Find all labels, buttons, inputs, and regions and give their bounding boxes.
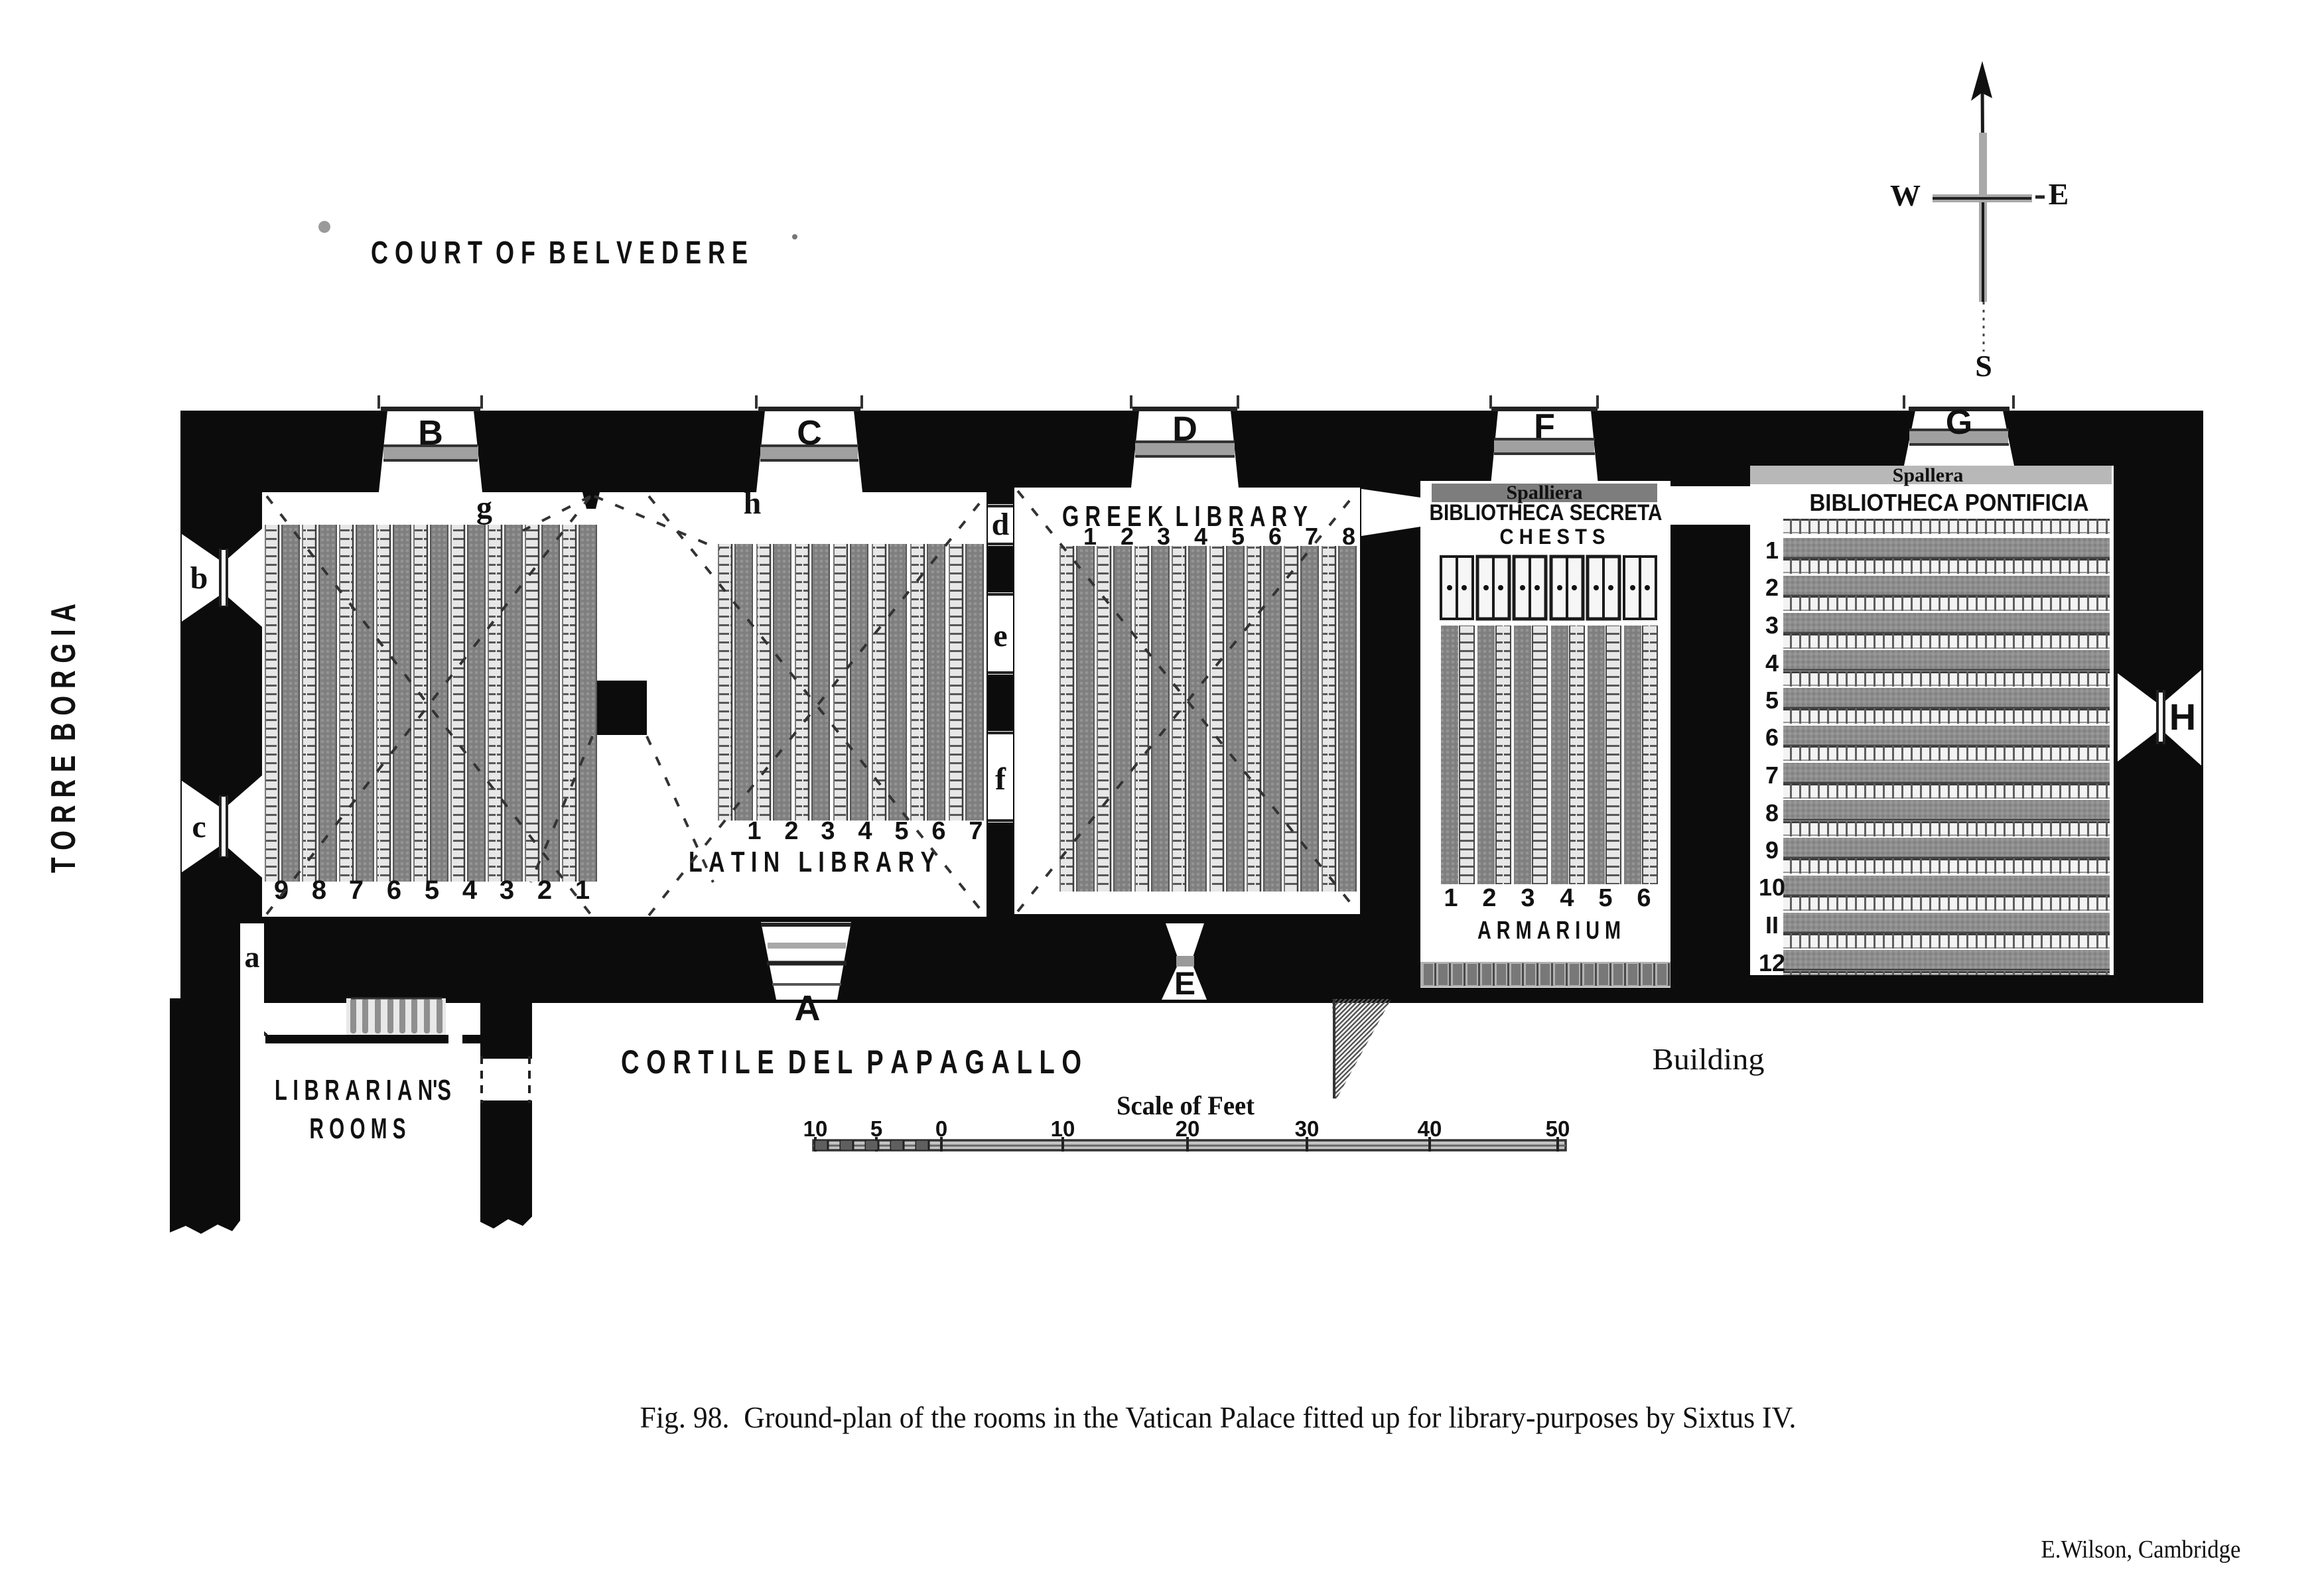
svg-text:BIBLIOTHECA PONTIFICIA: BIBLIOTHECA PONTIFICIA bbox=[1810, 489, 2089, 516]
svg-text:b: b bbox=[190, 561, 208, 596]
svg-text:3: 3 bbox=[500, 876, 514, 905]
svg-text:4: 4 bbox=[1765, 649, 1779, 677]
svg-text:A R M A R I U M: A R M A R I U M bbox=[1477, 917, 1621, 945]
svg-text:10: 10 bbox=[803, 1116, 828, 1141]
svg-text:Spallera: Spallera bbox=[1893, 464, 1964, 486]
svg-text:L I B R A R I A N'S: L I B R A R I A N'S bbox=[275, 1074, 451, 1106]
svg-text:F: F bbox=[1534, 407, 1555, 446]
svg-text:6: 6 bbox=[931, 817, 945, 845]
svg-text:B: B bbox=[418, 414, 443, 452]
svg-text:d: d bbox=[992, 507, 1010, 542]
svg-text:5: 5 bbox=[1765, 687, 1779, 714]
svg-text:2: 2 bbox=[1482, 884, 1496, 912]
svg-text:E.Wilson, Cambridge: E.Wilson, Cambridge bbox=[2041, 1536, 2241, 1563]
svg-text:40: 40 bbox=[1418, 1116, 1442, 1141]
svg-text:9: 9 bbox=[274, 876, 289, 905]
svg-text:3: 3 bbox=[821, 817, 835, 845]
svg-text:10: 10 bbox=[1759, 874, 1785, 901]
svg-text:II: II bbox=[1765, 911, 1779, 939]
svg-text:2: 2 bbox=[1765, 574, 1779, 601]
svg-text:7: 7 bbox=[1305, 523, 1318, 550]
svg-text:7: 7 bbox=[1765, 762, 1779, 789]
svg-text:f: f bbox=[995, 762, 1006, 797]
svg-text:50: 50 bbox=[1546, 1116, 1570, 1141]
svg-text:6: 6 bbox=[387, 876, 401, 905]
svg-text:30: 30 bbox=[1295, 1116, 1320, 1141]
svg-text:L A T I N L I B R A R Y: L A T I N L I B R A R Y bbox=[689, 846, 935, 878]
svg-text:E: E bbox=[1174, 966, 1195, 1002]
svg-text:C H E S T S: C H E S T S bbox=[1500, 525, 1605, 549]
svg-text:H: H bbox=[2169, 696, 2196, 738]
svg-text:12: 12 bbox=[1759, 949, 1785, 976]
svg-text:5: 5 bbox=[425, 876, 439, 905]
svg-text:Spalliera: Spalliera bbox=[1506, 482, 1582, 503]
svg-text:5: 5 bbox=[894, 817, 908, 845]
svg-text:D: D bbox=[1172, 410, 1197, 448]
svg-text:4: 4 bbox=[462, 876, 478, 905]
svg-text:9: 9 bbox=[1765, 836, 1779, 864]
svg-text:5: 5 bbox=[1231, 523, 1245, 550]
svg-text:g: g bbox=[476, 490, 492, 525]
svg-text:e: e bbox=[993, 618, 1007, 653]
svg-text:7: 7 bbox=[349, 876, 364, 905]
svg-text:2: 2 bbox=[1121, 523, 1134, 550]
svg-text:C: C bbox=[797, 414, 822, 452]
svg-text:C O R T I L E D E L P A P A: C O R T I L E D E L P A P A G A L L O bbox=[621, 1043, 1081, 1081]
svg-text:W: W bbox=[1890, 178, 1921, 212]
svg-text:5: 5 bbox=[1598, 884, 1612, 912]
svg-text:3: 3 bbox=[1765, 612, 1779, 639]
svg-text:A: A bbox=[795, 988, 821, 1028]
svg-text:Building: Building bbox=[1653, 1042, 1765, 1076]
svg-text:1: 1 bbox=[575, 876, 590, 905]
svg-text:0: 0 bbox=[935, 1116, 947, 1141]
svg-text:C O U R T O F B E L V E D E: C O U R T O F B E L V E D E R E bbox=[371, 235, 748, 271]
svg-text:4: 4 bbox=[1560, 884, 1574, 912]
svg-text:T O R R E B O R G I A: T O R R E B O R G I A bbox=[44, 604, 83, 873]
svg-text:h: h bbox=[744, 486, 762, 521]
svg-text:7: 7 bbox=[969, 817, 983, 845]
svg-text:G: G bbox=[1946, 403, 1972, 442]
svg-text:2: 2 bbox=[784, 817, 798, 845]
svg-text:Scale of Feet: Scale of Feet bbox=[1117, 1091, 1255, 1120]
svg-text:4: 4 bbox=[1194, 523, 1207, 550]
svg-text:6: 6 bbox=[1637, 884, 1651, 912]
svg-text:BIBLIOTHECA SECRETA: BIBLIOTHECA SECRETA bbox=[1430, 500, 1663, 525]
svg-text:S: S bbox=[1975, 349, 1992, 383]
svg-text:G R E E K L I B R A R Y: G R E E K L I B R A R Y bbox=[1062, 500, 1308, 533]
svg-text:8: 8 bbox=[1342, 523, 1355, 550]
svg-text:1: 1 bbox=[1765, 537, 1779, 564]
svg-text:c: c bbox=[192, 809, 206, 844]
svg-text:a: a bbox=[245, 940, 260, 974]
svg-text:10: 10 bbox=[1051, 1116, 1075, 1141]
svg-text:8: 8 bbox=[312, 876, 326, 905]
svg-text:20: 20 bbox=[1176, 1116, 1200, 1141]
svg-text:Fig. 98. Ground-plan of the r: Fig. 98. Ground-plan of the rooms in the… bbox=[640, 1400, 1797, 1434]
svg-text:3: 3 bbox=[1521, 884, 1534, 912]
svg-text:6: 6 bbox=[1268, 523, 1282, 550]
svg-text:1: 1 bbox=[1444, 884, 1458, 912]
svg-text:6: 6 bbox=[1765, 724, 1779, 751]
svg-text:3: 3 bbox=[1157, 523, 1170, 550]
svg-text:8: 8 bbox=[1765, 799, 1779, 827]
svg-text:1: 1 bbox=[747, 817, 761, 845]
svg-text:R O O M S: R O O M S bbox=[310, 1112, 406, 1145]
svg-text:5: 5 bbox=[870, 1116, 882, 1141]
svg-text:2: 2 bbox=[537, 876, 552, 905]
svg-text:1: 1 bbox=[1083, 523, 1097, 550]
svg-text:4: 4 bbox=[858, 817, 872, 845]
svg-text:E: E bbox=[2049, 177, 2069, 211]
